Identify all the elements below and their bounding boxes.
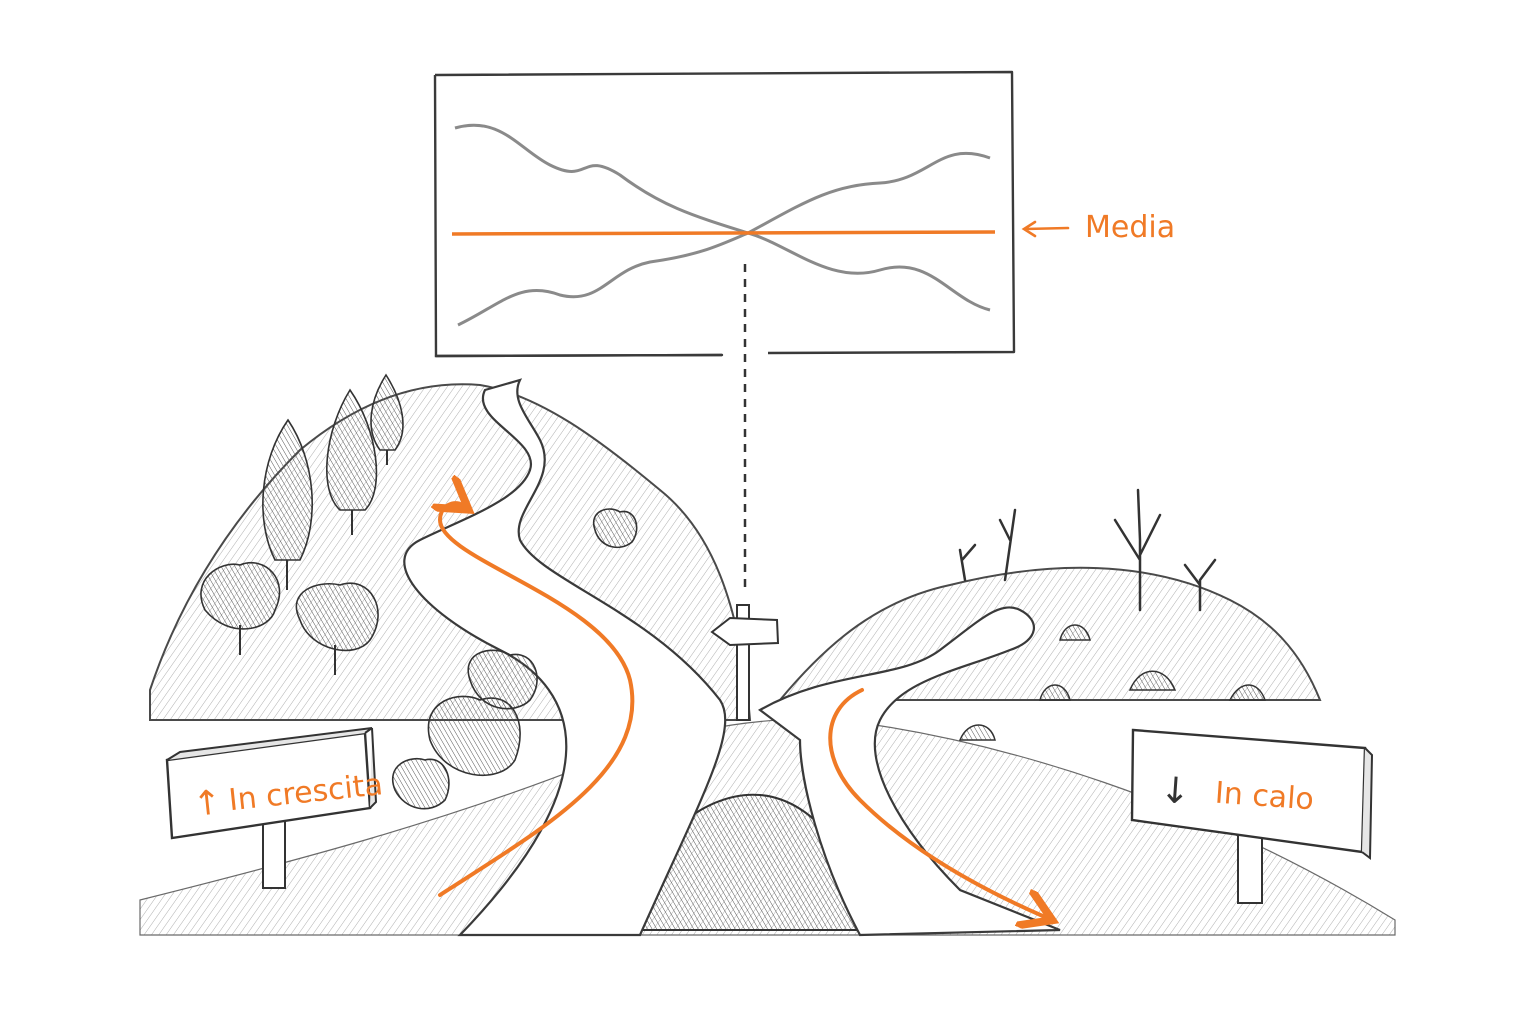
growth-sign: ↑ In crescita: [165, 727, 385, 889]
decline-sign-label: In calo: [1214, 776, 1315, 818]
chart-frame: [434, 70, 1016, 358]
dead-tree: [958, 543, 977, 582]
round-tree: [200, 562, 281, 630]
bush: [427, 695, 521, 777]
dead-tree: [1183, 558, 1217, 612]
left-road: [403, 378, 727, 937]
bush: [467, 649, 538, 710]
pine-tree: [370, 373, 404, 451]
rock: [1059, 624, 1091, 641]
central-signpost: [710, 604, 780, 721]
mean-label-group: Media: [1021, 210, 1175, 245]
decline-path-arrow: [828, 688, 1045, 917]
rock: [1039, 684, 1071, 701]
pine-tree: [262, 418, 313, 561]
left-trees: [200, 373, 638, 810]
right-road: [757, 606, 1061, 937]
decline-sign-arrow-icon: ↓: [1159, 770, 1192, 813]
chart-panel: Media: [433, 70, 1175, 592]
mean-label: Media: [1085, 210, 1175, 245]
upper-wave-line: [454, 123, 991, 235]
decline-sign: ↓ In calo: [1130, 728, 1374, 904]
rock: [958, 724, 996, 741]
rocks: [958, 624, 1267, 741]
bush: [392, 758, 450, 810]
growth-path-arrow: [440, 503, 635, 897]
bare-trees: [958, 488, 1217, 612]
mean-line: [451, 230, 996, 236]
rock: [1128, 670, 1177, 691]
dead-tree: [1113, 488, 1162, 612]
bush: [592, 508, 638, 549]
rock: [1228, 684, 1267, 701]
signpost-pointer-icon: [710, 616, 780, 647]
round-tree: [295, 582, 379, 652]
mean-arrow-icon: [1021, 220, 1070, 238]
landscape: [139, 373, 1396, 937]
dead-tree: [998, 508, 1017, 582]
lower-wave-line: [457, 231, 991, 327]
tree-trunks: [239, 450, 388, 675]
growth-sign-arrow-icon: ↑: [191, 782, 224, 825]
